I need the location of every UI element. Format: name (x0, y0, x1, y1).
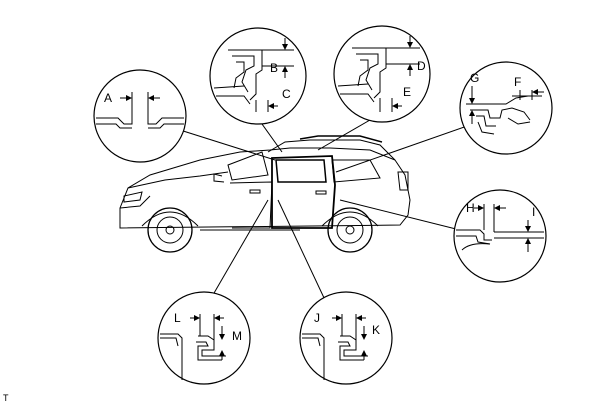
label-c: C (282, 87, 291, 101)
callout-detail-a (93, 69, 187, 163)
label-k: K (372, 323, 380, 337)
callout-detail-fg (459, 61, 553, 155)
label-e: E (403, 85, 411, 99)
label-a: A (104, 91, 112, 105)
label-b: B (270, 61, 278, 75)
label-g: G (470, 71, 479, 85)
label-m: M (232, 329, 242, 343)
callout-detail-jk (299, 291, 393, 385)
callout-detail-de (333, 25, 431, 123)
label-j: J (314, 311, 320, 325)
callout-detail-lm (157, 291, 251, 385)
callout-detail-bc (209, 27, 307, 125)
label-l: L (174, 311, 181, 325)
label-d: D (417, 59, 426, 73)
corner-mark: T (3, 393, 9, 403)
label-i: I (532, 205, 535, 219)
leader-lines (179, 119, 471, 301)
label-f: F (514, 75, 521, 89)
vehicle-illustration (119, 135, 411, 253)
callout-detail-hi (453, 189, 547, 283)
label-h: H (466, 201, 475, 215)
